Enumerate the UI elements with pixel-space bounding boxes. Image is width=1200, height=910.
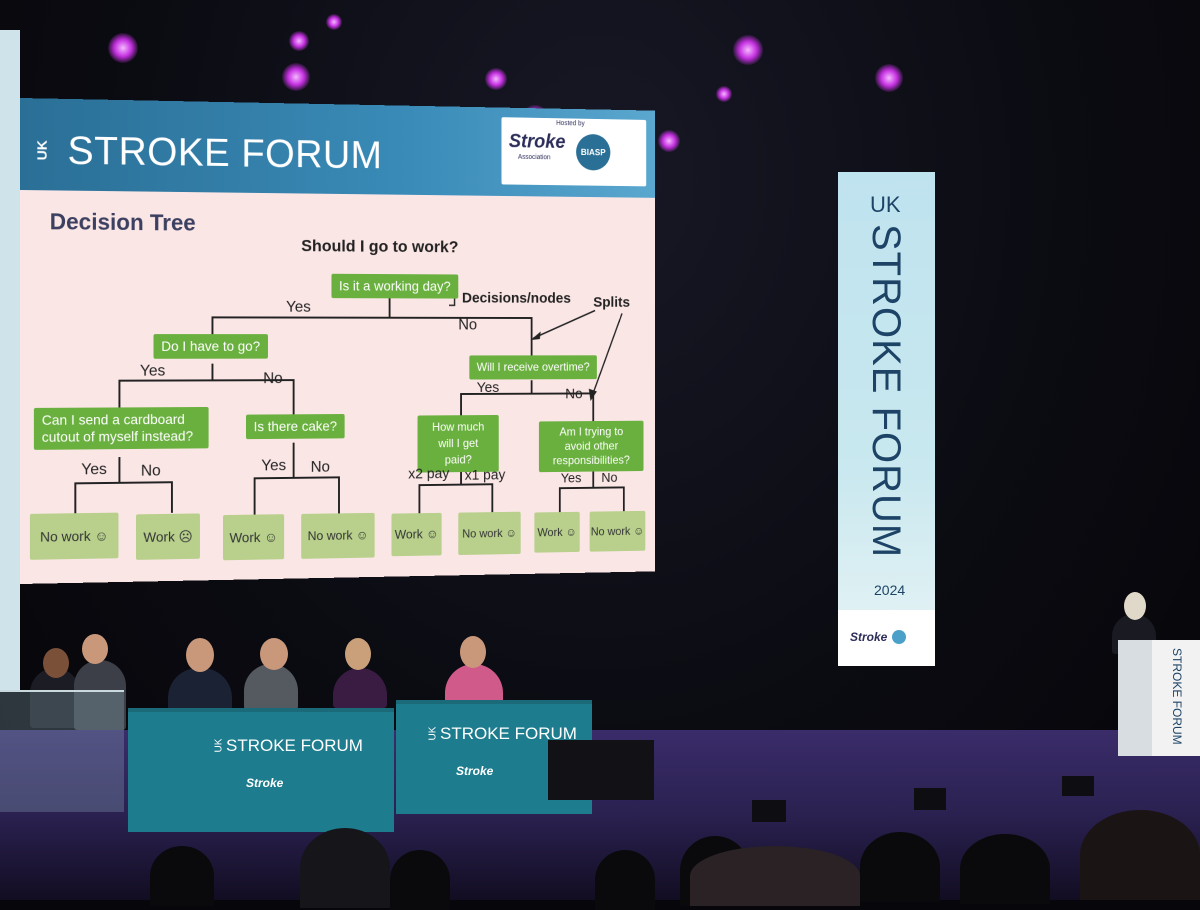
- edge-no: No: [458, 316, 478, 334]
- table-uk: UK: [213, 738, 225, 753]
- projection-screen: UK STROKE FORUM Hosted by Stroke Associa…: [20, 98, 656, 584]
- panelist-head: [186, 638, 214, 672]
- stage-light: [485, 68, 507, 90]
- stage-monitor: [752, 800, 786, 822]
- podium-sign: STROKE FORUM: [1152, 640, 1200, 756]
- table-stroke-logo: Stroke: [456, 764, 494, 778]
- edge-x1-pay: x1 pay: [464, 466, 506, 484]
- panelist-head: [43, 648, 69, 678]
- edge-yes: Yes: [560, 469, 582, 486]
- panelist: [168, 668, 232, 712]
- panelist-head: [260, 638, 288, 670]
- table-uk: UK: [427, 726, 439, 741]
- edge-yes: Yes: [261, 457, 287, 475]
- stage-light: [289, 31, 309, 51]
- edge-no: No: [601, 469, 618, 485]
- banner-stroke-logo: Stroke: [850, 630, 888, 644]
- left-edge-screen: [0, 30, 20, 690]
- tree-leaf: No work ☺: [29, 512, 119, 560]
- banner-biasp-icon: [892, 630, 906, 644]
- stage-light: [282, 63, 310, 91]
- stage-monitor: [548, 740, 654, 800]
- splits-label: Splits: [593, 294, 630, 311]
- table-stroke-logo: Stroke: [246, 776, 284, 790]
- stage-monitor: [914, 788, 946, 810]
- edge-yes: Yes: [476, 379, 500, 396]
- tree-node-avoid: Am I trying to avoid other responsibilit…: [538, 420, 644, 473]
- tree-node-paid: How much will I get paid?: [417, 414, 499, 473]
- tree-node-cardboard: Can I send a cardboard cutout of myself …: [33, 406, 209, 450]
- edge-no: No: [565, 385, 583, 403]
- stage-monitor: [1062, 776, 1094, 796]
- panelist-head: [345, 638, 371, 670]
- audience-head: [300, 828, 390, 908]
- decisions-nodes-label: Decisions/nodes: [461, 289, 571, 307]
- banner-uk: UK: [870, 192, 901, 217]
- audience-head: [960, 834, 1050, 904]
- stage-light: [658, 130, 680, 152]
- tree-node-working-day: Is it a working day?: [331, 273, 459, 299]
- edge-no: No: [140, 462, 161, 480]
- panelist: [333, 668, 387, 708]
- audience-head: [595, 850, 655, 910]
- edge-yes: Yes: [81, 461, 107, 479]
- table-title: STROKE FORUM: [226, 736, 363, 755]
- edge-yes: Yes: [286, 298, 311, 316]
- table-title: STROKE FORUM: [440, 724, 577, 743]
- audience-head: [860, 832, 940, 902]
- tree-leaf: Work ☺: [391, 512, 442, 557]
- banner-logo-strip: Stroke: [838, 610, 935, 666]
- banner-title: STROKE FORUM: [864, 224, 908, 559]
- stage-light: [875, 64, 903, 92]
- glass-lectern: [0, 690, 124, 812]
- tree-node-overtime: Will I receive overtime?: [469, 355, 597, 380]
- tree-leaf: Work ☺: [534, 511, 580, 553]
- audience-head: [1080, 810, 1200, 900]
- audience-head: [150, 846, 214, 906]
- stage-light: [326, 14, 342, 30]
- audience-head: [390, 850, 450, 910]
- tree-node-have-to-go: Do I have to go?: [153, 334, 268, 359]
- edge-no: No: [310, 458, 330, 476]
- tree-leaf: No work ☺: [458, 511, 521, 556]
- vertical-banner: UK STROKE FORUM 2024: [838, 172, 935, 666]
- tree-node-cake: Is there cake?: [246, 414, 345, 440]
- panelist-head: [460, 636, 486, 668]
- panelist: [244, 664, 298, 710]
- edge-x2-pay: x2 pay: [408, 465, 450, 483]
- stage-light: [716, 86, 732, 102]
- podium-title: STROKE FORUM: [1170, 648, 1184, 745]
- edge-yes: Yes: [139, 362, 166, 380]
- panelist: [30, 668, 80, 728]
- audience-head: [690, 846, 860, 906]
- panelist: [445, 664, 503, 704]
- panelist-head: [82, 634, 108, 664]
- edge-no: No: [263, 370, 283, 388]
- panel-table-left: UK STROKE FORUM Stroke: [128, 708, 394, 832]
- tree-leaf: No work ☺: [589, 510, 646, 552]
- tree-leaf: No work ☺: [301, 512, 375, 559]
- stage-light: [733, 35, 763, 65]
- tree-leaf: Work ☺: [223, 514, 285, 561]
- slide: UK STROKE FORUM Hosted by Stroke Associa…: [20, 98, 656, 584]
- tree-leaf: Work ☹: [136, 513, 200, 560]
- speaker-head: [1124, 592, 1146, 620]
- banner-year: 2024: [874, 582, 906, 598]
- panelist: [74, 660, 126, 730]
- stage-light: [108, 33, 138, 63]
